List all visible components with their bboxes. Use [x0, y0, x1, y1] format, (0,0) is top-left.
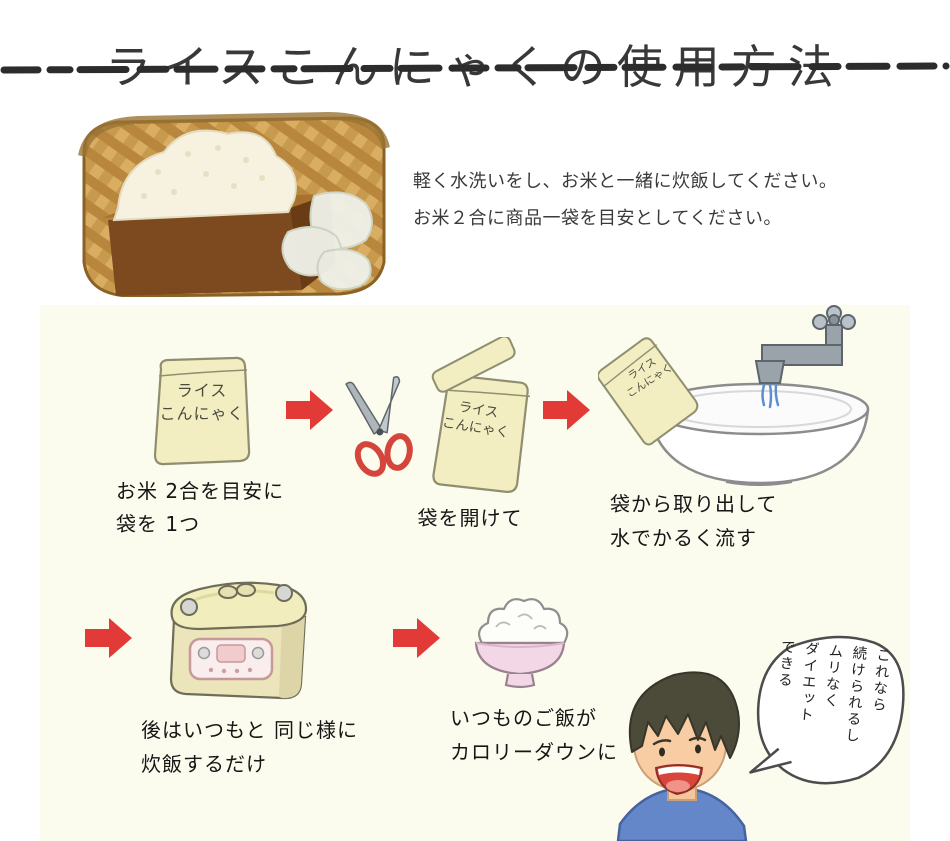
arrow-right-icon — [543, 390, 590, 430]
boy-character-icon — [616, 671, 748, 841]
caption-line: 袋から取り出して — [610, 492, 778, 516]
usage-note: 軽く水洗いをし、お米と一緒に炊飯してください。 お米２合に商品一袋を目安としてく… — [413, 163, 837, 237]
caption-line: お米 2合を目安に — [116, 479, 285, 503]
faucet-icon — [754, 324, 843, 384]
step2-caption: 袋を開けて — [370, 502, 570, 535]
rinse-scene — [598, 305, 870, 486]
boy-character — [616, 660, 748, 841]
faucet-handle-icon — [812, 305, 856, 330]
step4-rice-cooker-illustration — [156, 571, 316, 711]
package-label-line: ライス — [176, 381, 228, 400]
step4-caption: 後はいつもと 同じ様に 炊飯するだけ — [141, 713, 358, 781]
arrow-right-icon — [286, 390, 333, 430]
speech-bubble-text: これなら 続けられるし ムリなく ダイエット できる — [759, 638, 894, 779]
konnyaku-package-icon — [153, 356, 251, 466]
rice-cooker-icon — [169, 581, 308, 700]
caption-line: 炊飯するだけ — [141, 752, 267, 776]
caption-line: 袋を 1つ — [116, 512, 201, 536]
hand-drawn-divider — [0, 62, 950, 74]
speech-bubble-outline — [749, 635, 905, 785]
step3-rinse-illustration: ライス こんにゃく — [598, 305, 893, 490]
scissors-illustration — [334, 373, 424, 481]
arrow-right-icon — [85, 618, 132, 658]
step5-caption: いつものご飯が カロリーダウンに — [450, 701, 618, 769]
step1-caption: お米 2合を目安に 袋を 1つ — [116, 475, 284, 541]
step2-opened-package-illustration: ライス こんにゃく — [418, 337, 536, 495]
usage-note-line-1: 軽く水洗いをし、お米と一緒に炊飯してください。 — [413, 171, 838, 192]
illustrated-steps-panel: ライス こんにゃく お米 2合を目安に 袋を 1つ — [40, 305, 910, 841]
product-photo — [78, 112, 390, 297]
rice-basket-photo-illustration — [78, 112, 390, 297]
tilted-package-icon — [598, 337, 699, 446]
water-stream — [761, 383, 780, 409]
usage-note-line-2: お米２合に商品一袋を目安としてください。 — [413, 208, 782, 229]
step1-package-illustration: ライス こんにゃく — [148, 355, 256, 467]
bowl-icon — [648, 382, 870, 486]
speech-bubble: これなら 続けられるし ムリなく ダイエット できる — [743, 618, 910, 806]
package-label-line: こんにゃく — [159, 404, 245, 423]
package-label: ライス こんにゃく — [148, 379, 256, 425]
caption-line: 袋を開けて — [417, 506, 523, 530]
caption-line: 水でかるく流す — [610, 526, 757, 550]
caption-line: カロリーダウンに — [450, 740, 618, 764]
caption-line: 後はいつもと 同じ様に — [141, 718, 358, 742]
caption-line: いつものご飯が — [450, 706, 597, 730]
step5-rice-bowl-illustration — [466, 587, 574, 697]
opened-package-icon — [431, 337, 531, 493]
step3-caption: 袋から取り出して 水でかるく流す — [610, 487, 777, 555]
rice-bowl-icon — [474, 598, 569, 689]
scissors-icon — [345, 376, 413, 477]
arrow-right-icon — [393, 618, 440, 658]
